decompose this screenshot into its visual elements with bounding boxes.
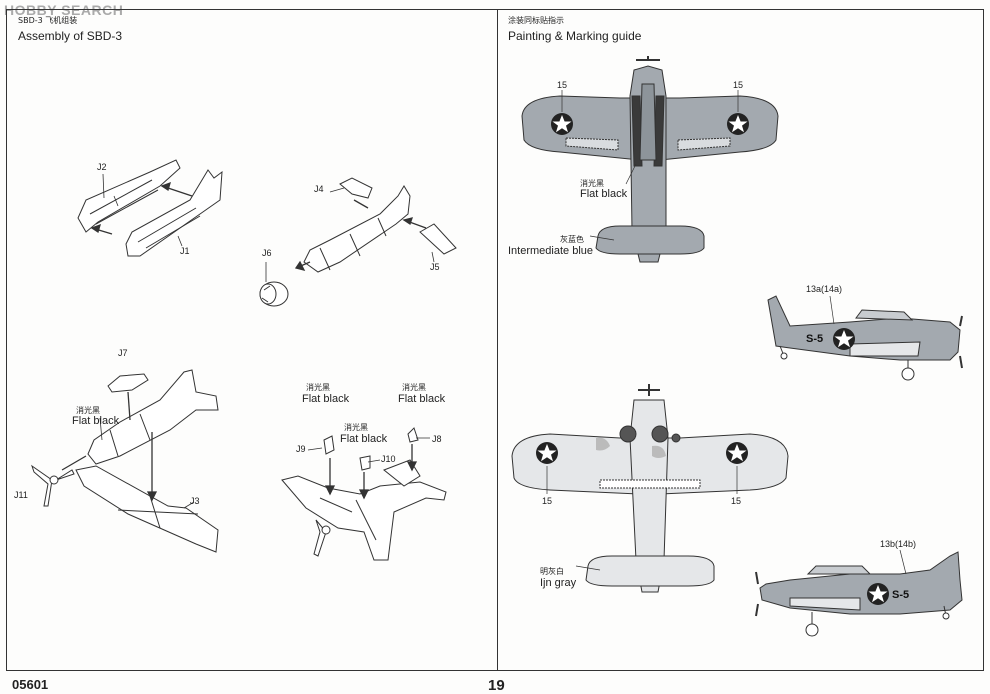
propeller-final: [313, 519, 331, 557]
fuselage-step3: [87, 369, 219, 465]
note-flatblack-2-en: Flat black: [302, 393, 350, 405]
aircraft-side-view-top: [767, 295, 963, 381]
note-flatblack-1-cn: 消光黑: [76, 406, 100, 415]
color-ijngray-en: Ijn gray: [540, 577, 577, 589]
aircraft-side-view-bottom: [755, 551, 963, 637]
note-flatblack-3-en: Flat black: [340, 433, 388, 445]
roundel-top-right: [727, 113, 749, 135]
color-ijngray-cn: 明灰白: [540, 567, 564, 576]
tailplane-part-j5: [419, 223, 457, 255]
kit-code: 05601: [12, 677, 49, 692]
decal-num-top-right: 15: [733, 80, 744, 90]
canopy-j7: [107, 373, 149, 393]
color-flatblack-cn: 消光黑: [580, 179, 604, 188]
note-flatblack-4-en: Flat black: [398, 393, 446, 405]
roundel-bottom-left: [536, 442, 558, 464]
part-label-j6: J6: [262, 248, 272, 258]
assembly-title-en: Assembly of SBD-3: [18, 29, 123, 43]
roundel-bottom-right: [726, 442, 748, 464]
decal-num-side-top: 13a(14a): [806, 284, 843, 294]
aircraft-bottom-view: [511, 384, 789, 593]
decal-num-bottom-right: 15: [731, 496, 742, 506]
note-flatblack-2-cn: 消光黑: [306, 383, 330, 392]
center-divider: [497, 9, 498, 671]
landing-gear-j10: [359, 455, 371, 471]
roundel-side-top: [833, 328, 855, 350]
roundel-top-left: [551, 113, 573, 135]
part-label-j5: J5: [430, 262, 440, 272]
engine-cowl-j6: [259, 281, 289, 307]
part-label-j7: J7: [118, 348, 128, 358]
color-intblue-en: Intermediate blue: [508, 245, 593, 257]
color-flatblack-en: Flat black: [580, 188, 628, 200]
tailwheel-j8: [407, 427, 419, 443]
watermark: HOBBY SEARCH: [4, 2, 124, 18]
note-flatblack-3-cn: 消光黑: [344, 423, 368, 432]
note-flatblack-4-cn: 消光黑: [402, 383, 426, 392]
part-label-j9: J9: [296, 444, 306, 454]
painting-title-cn: 涂装同标贴指示: [508, 16, 564, 25]
aircraft-code-side-bottom: S-5: [892, 589, 910, 601]
decal-num-bottom-left: 15: [542, 496, 553, 506]
propeller-j11: [31, 464, 75, 507]
part-label-j1: J1: [180, 246, 190, 256]
assembly-title-cn: SBD-3 飞机组装: [18, 16, 78, 25]
page-number: 19: [488, 677, 505, 694]
fuselage-left-half: [77, 159, 181, 233]
fuselage-assembled: [303, 185, 411, 273]
part-label-j10: J10: [381, 454, 396, 464]
part-label-j11: J11: [14, 490, 28, 500]
part-label-j4: J4: [314, 184, 324, 194]
decal-num-top-left: 15: [557, 80, 568, 90]
color-intblue-cn: 灰蓝色: [560, 235, 584, 244]
tailplane-part-j4: [339, 177, 373, 199]
roundel-side-bottom: [867, 583, 889, 605]
part-label-j8: J8: [432, 434, 442, 444]
note-flatblack-1-en: Flat black: [72, 415, 120, 427]
wing-j3: [75, 465, 219, 553]
part-label-j2: J2: [97, 162, 107, 172]
aircraft-top-view: [521, 56, 779, 263]
decal-num-side-bottom: 13b(14b): [880, 539, 917, 549]
painting-title-en: Painting & Marking guide: [508, 29, 642, 43]
aircraft-code-side-top: S-5: [806, 333, 824, 345]
page-frame: [6, 9, 984, 671]
part-label-j3: J3: [190, 496, 200, 506]
landing-gear-j9: [323, 435, 335, 455]
fuselage-right-half: [125, 169, 223, 257]
